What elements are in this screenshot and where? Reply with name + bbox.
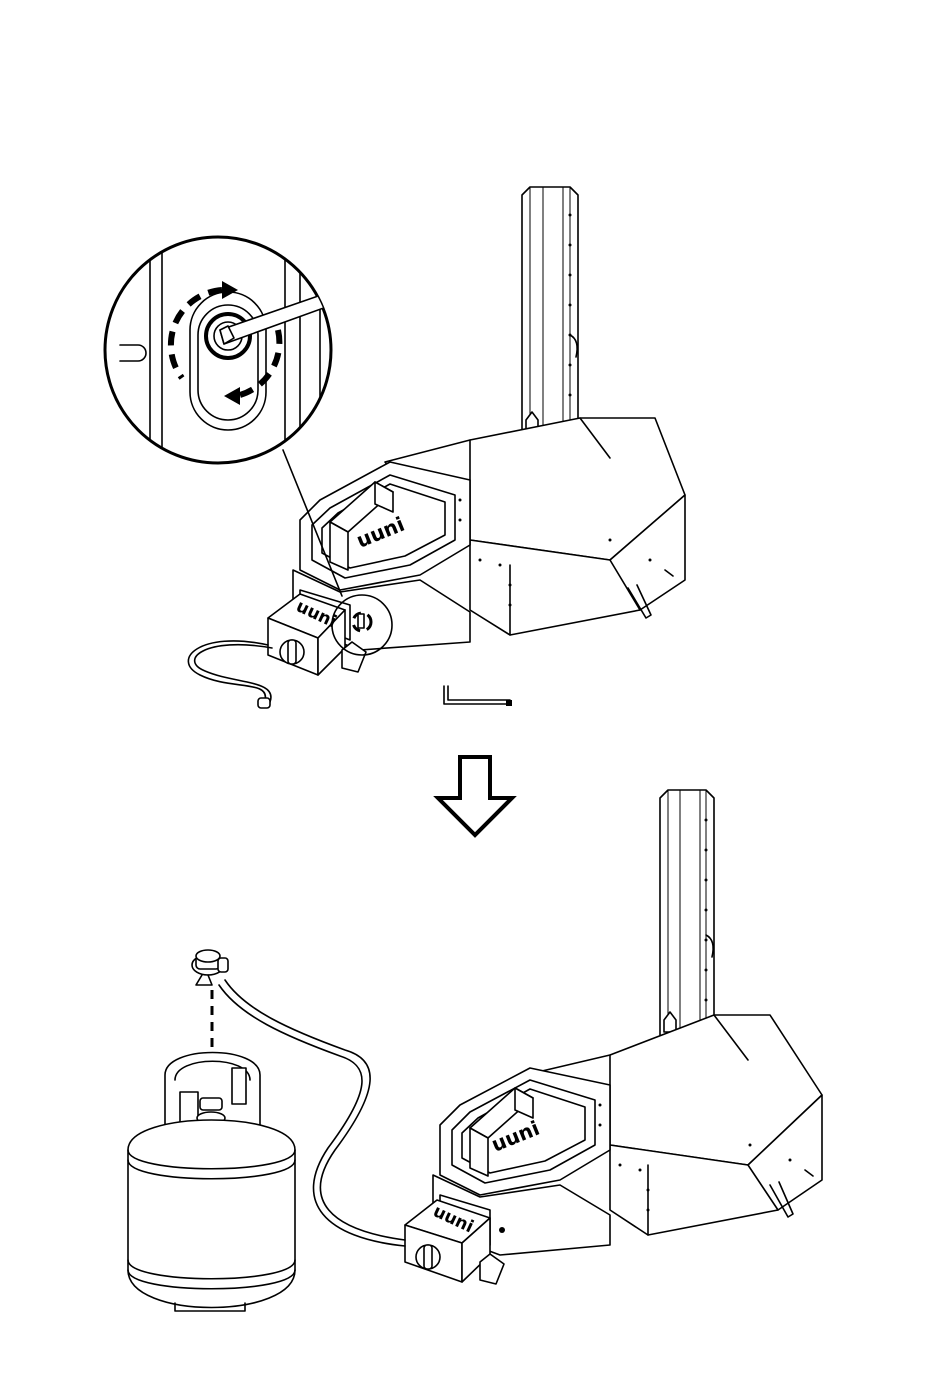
hex-key-icon — [444, 686, 512, 706]
down-arrow-icon — [438, 757, 512, 835]
chimney — [660, 790, 714, 1040]
chimney — [522, 187, 578, 440]
gas-hose — [188, 641, 268, 700]
step-2-oven: uuni uuni — [405, 790, 822, 1284]
gas-regulator — [192, 950, 228, 985]
magnified-detail — [105, 230, 354, 470]
gas-tank-icon — [128, 1053, 295, 1312]
